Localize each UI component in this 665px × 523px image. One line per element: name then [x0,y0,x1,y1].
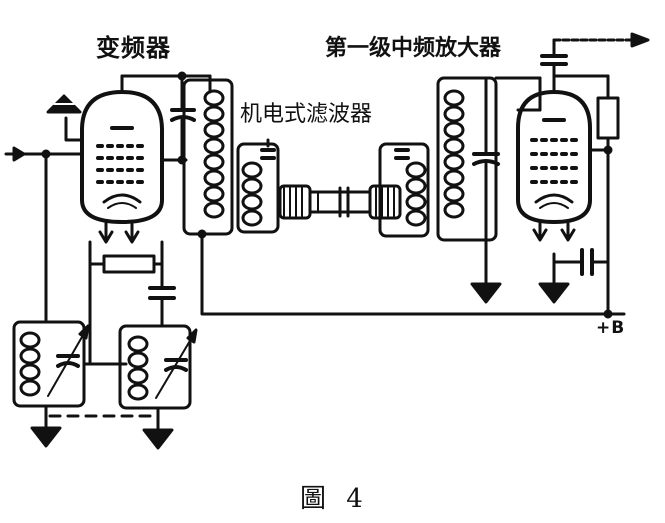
ground-symbol-lower-center [142,422,174,450]
coupling-capacitor-lower [148,262,176,328]
plate-resistor [552,74,620,152]
output-coupling-capacitor [540,32,650,78]
ground-symbol-top-left [46,94,82,114]
b-plus-label: +B [596,318,626,338]
mixer-tube [80,90,164,224]
tuned-circuit-oscillator [118,324,198,426]
ground-symbol-if-transformer [470,238,502,304]
ground-symbol-lower-left [30,418,62,448]
input-signal-line [4,146,84,322]
if-transformer-1 [182,78,234,239]
if-amplifier-tube-leads [516,74,613,242]
b-plus-line [200,148,626,319]
grid-resistor [88,240,164,366]
cathode-bypass-capacitor [552,248,610,276]
if-amplifier-label: 第一级中频放大器 [325,36,502,61]
figure-caption: 圖 4 [300,484,369,514]
if-transformer-2 [436,76,542,242]
tuned-circuit-input [12,320,128,422]
mixer-label: 变频器 [96,34,171,62]
mechanical-filter-label: 机电式滤波器 [240,102,373,127]
ground-symbol-right [538,268,570,304]
mechanical-filter [236,138,430,238]
